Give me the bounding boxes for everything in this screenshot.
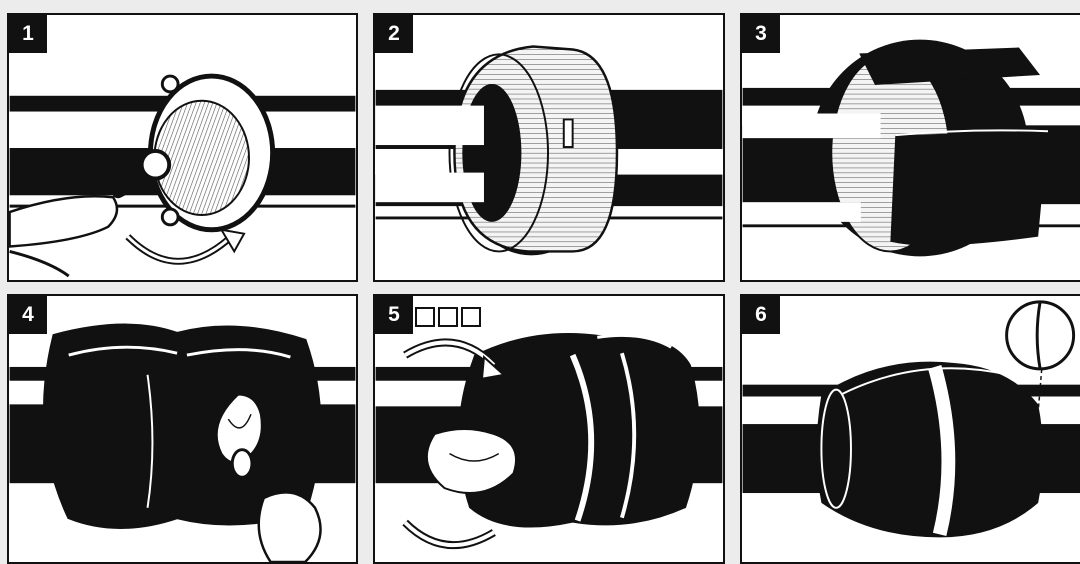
torch-heating-illustration <box>9 296 356 562</box>
step-panel-1: 1 <box>7 13 358 282</box>
progress-box <box>461 307 481 327</box>
progress-box <box>415 307 435 327</box>
step-number-badge: 1 <box>9 15 47 53</box>
pipe-cleaning-illustration <box>9 15 356 280</box>
step-number-badge: 5 <box>375 296 413 334</box>
torch-nozzle <box>232 450 252 478</box>
hand <box>259 492 321 562</box>
step-number-badge: 3 <box>742 15 780 53</box>
finished-sleeve-illustration <box>742 296 1080 562</box>
step-panel-3: 3 <box>740 13 1080 282</box>
progress-box <box>438 307 458 327</box>
progress-boxes <box>415 307 481 327</box>
wrap-application-illustration <box>742 15 1080 280</box>
circumferential-heating-illustration <box>375 296 723 562</box>
step-panel-5: 5 <box>373 294 725 564</box>
step-number-badge: 6 <box>742 296 780 334</box>
step-panel-6: 6 <box>740 294 1080 564</box>
bolt <box>162 76 178 92</box>
closure-patch <box>861 48 1038 83</box>
step-panel-2: 2 <box>373 13 725 282</box>
closure-tab <box>564 119 573 147</box>
step-panel-4: 4 <box>7 294 358 564</box>
step-number-badge: 4 <box>9 296 47 334</box>
step-number-badge: 2 <box>375 15 413 53</box>
sleeve-positioning-illustration <box>375 15 723 280</box>
